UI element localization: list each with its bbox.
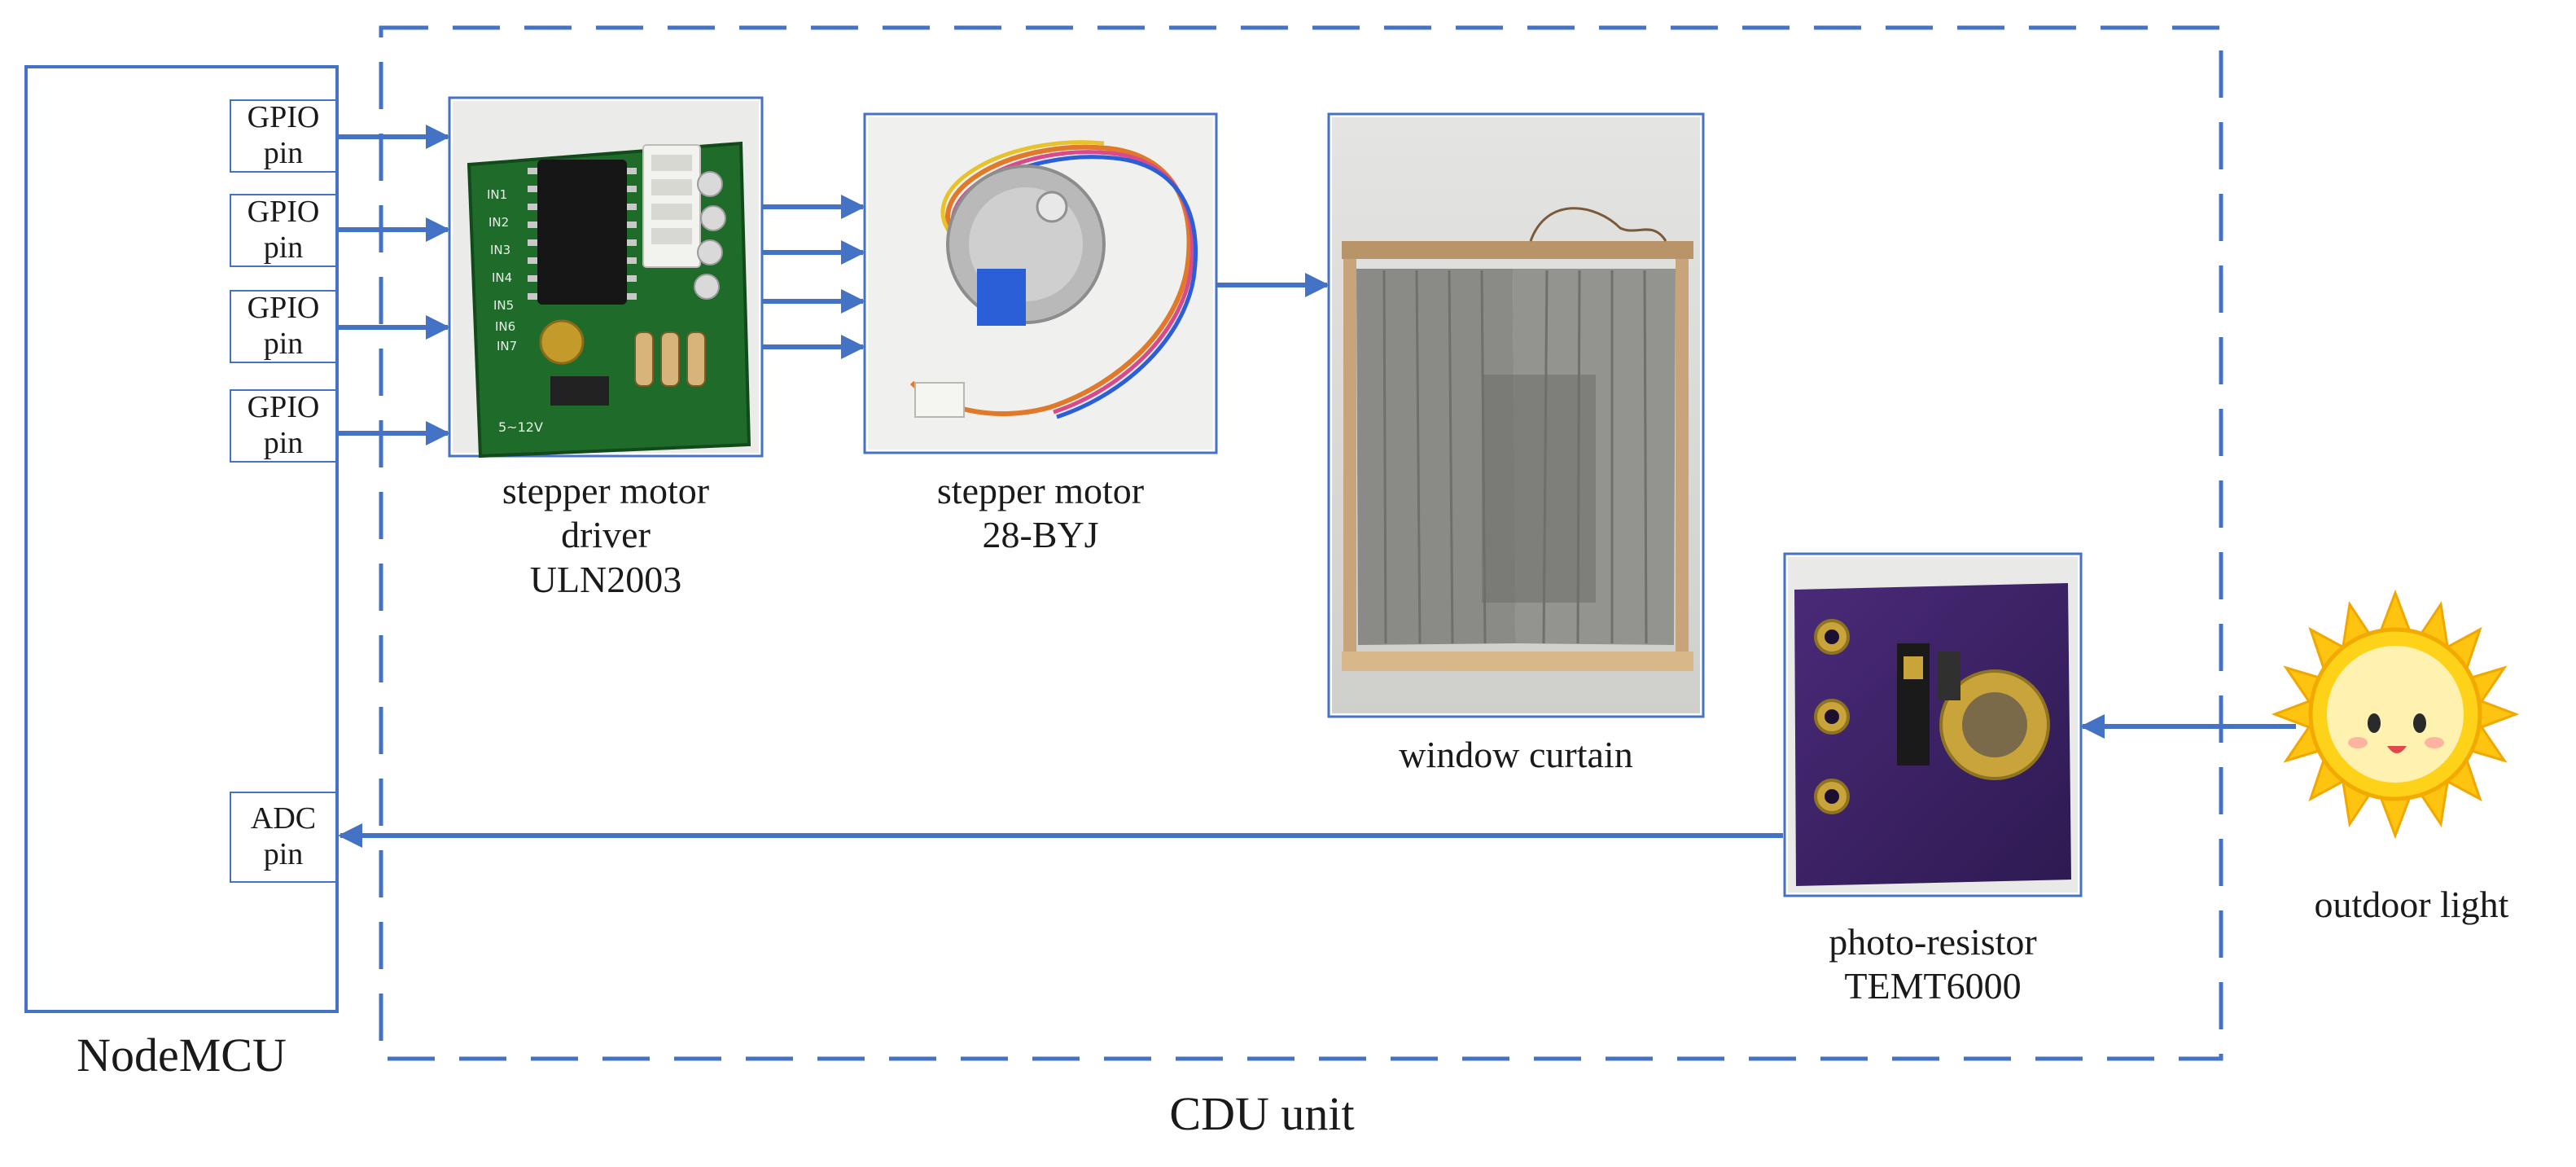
- driver-label-line3: ULN2003: [529, 558, 682, 600]
- outdoor-light-label: outdoor light: [2273, 883, 2550, 927]
- stepper-driver-photo: IN1 IN2 IN3 IN4 IN5 IN6 IN7 5~12V: [448, 96, 764, 458]
- nodemcu-label: NodeMCU: [77, 1029, 287, 1081]
- motor-label: stepper motor 28-BYJ: [866, 469, 1215, 558]
- driver-label-line1: stepper motor: [502, 470, 710, 511]
- nodemcu-box: [24, 65, 339, 1013]
- adc-pin-line2: pin: [263, 837, 304, 871]
- adc-pin: ADC pin: [230, 792, 337, 883]
- driver-voltage-label: 5~12V: [498, 419, 543, 435]
- gpio-pin-4-line2: pin: [263, 426, 304, 460]
- adc-pin-line1: ADC: [250, 801, 317, 836]
- gpio-pin-2-line1: GPIO: [247, 195, 320, 230]
- driver-board-silkscreen: IN1 IN2 IN3 IN4 IN5 IN6 IN7: [487, 187, 519, 353]
- sensor-label-line1: photo-resistor: [1829, 921, 2037, 963]
- curtain-photo: [1327, 112, 1705, 718]
- gpio-pin-3: GPIO pin: [230, 290, 337, 363]
- sensor-label-line2: TEMT6000: [1844, 965, 2022, 1007]
- gpio-pin-1: GPIO pin: [230, 99, 337, 173]
- sensor-label: photo-resistor TEMT6000: [1750, 920, 2115, 1009]
- gpio-pin-2: GPIO pin: [230, 194, 337, 267]
- gpio-pin-4-line1: GPIO: [247, 390, 320, 425]
- gpio-pin-3-line2: pin: [263, 327, 304, 361]
- driver-motor-connectors: [762, 195, 865, 359]
- motor-label-line1: stepper motor: [936, 470, 1145, 511]
- curtain-label: window curtain: [1330, 733, 1702, 777]
- driver-label: stepper motor driver ULN2003: [451, 469, 760, 602]
- sun-icon: [2271, 589, 2520, 840]
- gpio-pin-3-line1: GPIO: [247, 291, 320, 326]
- driver-label-line2: driver: [561, 514, 651, 556]
- outdoor-light-label-line1: outdoor light: [2314, 884, 2509, 925]
- curtain-label-line1: window curtain: [1399, 734, 1633, 775]
- stepper-motor-photo: [863, 112, 1218, 454]
- motor-label-line2: 28-BYJ: [982, 514, 1099, 556]
- gpio-pin-1-line1: GPIO: [247, 100, 320, 135]
- gpio-pin-4: GPIO pin: [230, 389, 337, 463]
- gpio-connectors: [337, 125, 450, 445]
- gpio-pin-2-line2: pin: [263, 230, 304, 265]
- photo-resistor-photo: [1783, 552, 2083, 897]
- cdu-unit-label: CDU unit: [1169, 1087, 1355, 1140]
- gpio-pin-1-line2: pin: [263, 136, 304, 170]
